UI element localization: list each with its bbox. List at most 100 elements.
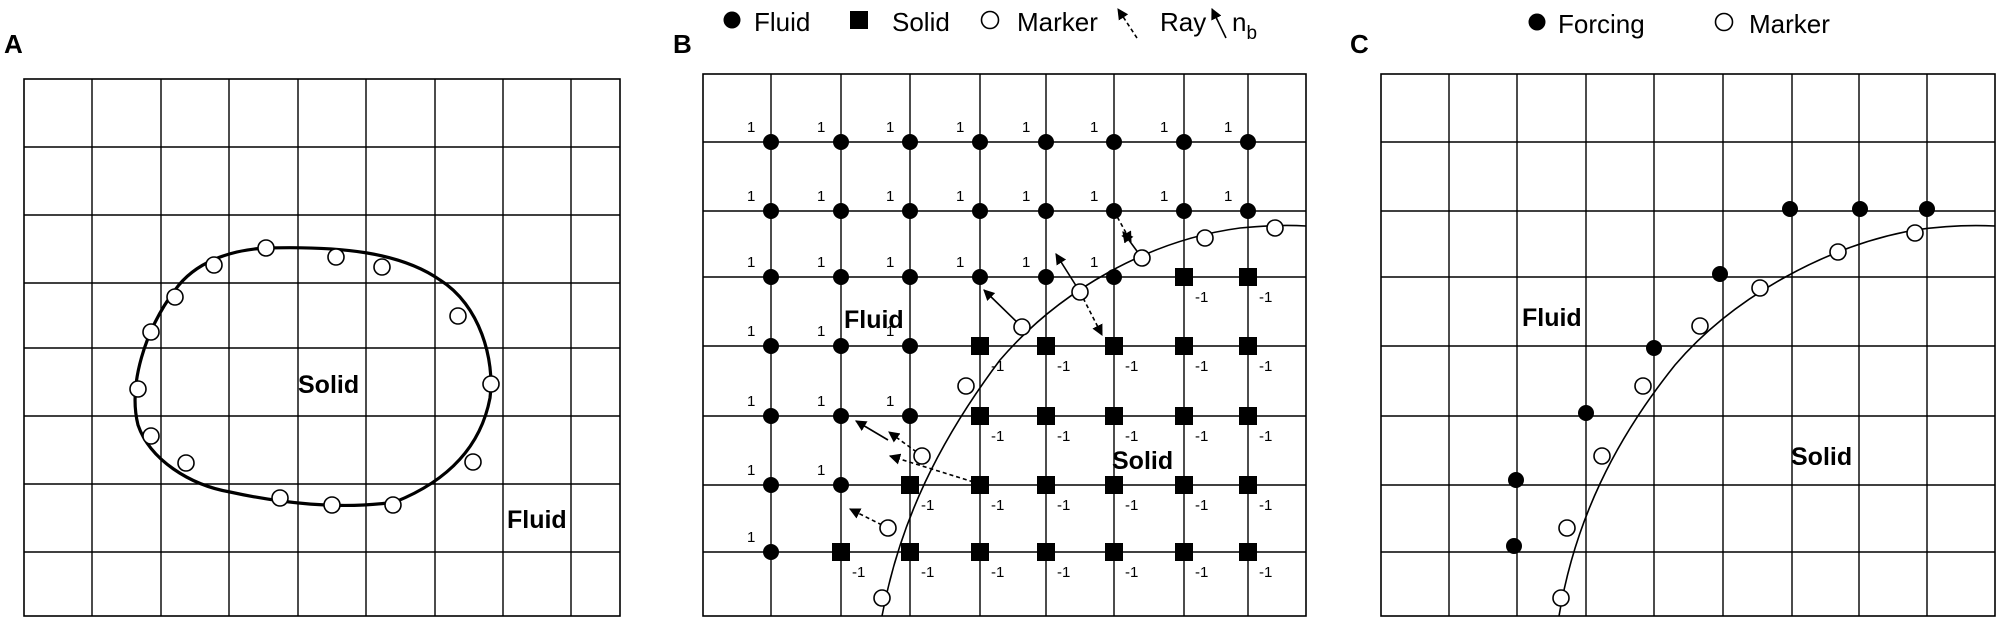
marker-point — [205, 256, 223, 274]
fluid-flag-value: 1 — [956, 119, 964, 136]
fluid-point — [902, 203, 918, 219]
fluid-flag-value: 1 — [886, 393, 894, 410]
marker-point — [1071, 283, 1089, 301]
solid-point — [1037, 543, 1055, 561]
solid-flag-value: -1 — [852, 564, 865, 581]
fluid-point — [1038, 134, 1054, 150]
fluid-flag-value: 1 — [817, 462, 825, 479]
fluid-flag-value: 1 — [1224, 119, 1232, 136]
legend-normal-label: nb — [1232, 7, 1257, 44]
fluid-flag-value: 1 — [956, 188, 964, 205]
forcing-point — [1712, 266, 1728, 282]
solid-flag-value: -1 — [1195, 497, 1208, 514]
fluid-flag-value: 1 — [1160, 188, 1168, 205]
solid-flag-value: -1 — [991, 428, 1004, 445]
solid-point — [832, 543, 850, 561]
panel-a-solid-label: Solid — [298, 371, 359, 399]
marker-point — [1558, 519, 1576, 537]
solid-flag-value: -1 — [1259, 497, 1272, 514]
panel-c-immersed-boundary — [1558, 224, 1996, 617]
solid-flag-value: -1 — [1057, 497, 1070, 514]
solid-flag-value: -1 — [991, 564, 1004, 581]
solid-point — [901, 476, 919, 494]
solid-flag-value: -1 — [1259, 358, 1272, 375]
fluid-flag-value: 1 — [817, 254, 825, 271]
panel-b-fluid-label: Fluid — [844, 306, 904, 334]
solid-point — [971, 476, 989, 494]
marker-point — [1013, 318, 1031, 336]
panel-b-solid-label: Solid — [1112, 447, 1173, 475]
solid-flag-value: -1 — [1195, 289, 1208, 306]
legend-forcing-label: Forcing — [1558, 9, 1645, 39]
fluid-flag-value: 1 — [1160, 119, 1168, 136]
marker-point — [449, 307, 467, 325]
fluid-flag-value: 1 — [747, 393, 755, 410]
legend-solid-label: Solid — [892, 7, 950, 37]
marker-point — [464, 453, 482, 471]
fluid-flag-value: 1 — [1022, 119, 1030, 136]
solid-point — [971, 337, 989, 355]
fluid-point — [1106, 269, 1122, 285]
panel-a-grid — [24, 79, 620, 616]
marker-point — [482, 375, 500, 393]
fluid-point — [1106, 134, 1122, 150]
marker-point — [166, 288, 184, 306]
marker-point — [1906, 224, 1924, 242]
fluid-point — [1240, 134, 1256, 150]
fluid-point — [763, 203, 779, 219]
panel-b-immersed-boundary — [881, 224, 1307, 617]
fluid-point — [1038, 269, 1054, 285]
marker-point — [1133, 249, 1151, 267]
legend-solid-icon — [850, 11, 868, 29]
legend-marker-c-icon — [1714, 12, 1734, 32]
solid-flag-value: -1 — [921, 564, 934, 581]
panel-a-markers — [129, 239, 500, 514]
fluid-flag-value: 1 — [886, 323, 894, 340]
marker-point — [323, 496, 341, 514]
marker-point — [271, 489, 289, 507]
legend-ray-label: Ray — [1160, 7, 1206, 37]
fluid-flag-value: 1 — [886, 188, 894, 205]
fluid-point — [763, 477, 779, 493]
marker-point — [1552, 589, 1570, 607]
fluid-flag-value: 1 — [1090, 119, 1098, 136]
solid-point — [1175, 407, 1193, 425]
solid-point — [971, 543, 989, 561]
fluid-point — [763, 408, 779, 424]
panel-b-grid-points — [763, 134, 1257, 561]
forcing-point — [1919, 201, 1935, 217]
legend-fluid-icon — [723, 11, 741, 29]
fluid-point — [972, 203, 988, 219]
fluid-point — [763, 544, 779, 560]
solid-point — [1239, 476, 1257, 494]
solid-point — [1239, 337, 1257, 355]
panel-a-letter: A — [4, 29, 23, 59]
legend-forcing-icon — [1528, 13, 1546, 31]
solid-flag-value: -1 — [991, 497, 1004, 514]
panel-c-letter: C — [1350, 29, 1369, 59]
legend-marker-c-label: Marker — [1749, 9, 1830, 39]
fluid-point — [763, 134, 779, 150]
panel-b-grid — [703, 74, 1306, 616]
solid-flag-value: -1 — [1125, 428, 1138, 445]
panel-c-forcing-points — [1506, 201, 1935, 554]
fluid-point — [972, 269, 988, 285]
normal-arrow — [983, 289, 1023, 328]
fluid-flag-value: 1 — [1090, 188, 1098, 205]
solid-point — [1037, 337, 1055, 355]
fluid-point — [763, 269, 779, 285]
panel-a: A Solid Fluid — [4, 29, 621, 617]
marker-point — [142, 323, 160, 341]
solid-flag-value: -1 — [921, 497, 934, 514]
fluid-point — [1176, 203, 1192, 219]
solid-flag-value: -1 — [1057, 564, 1070, 581]
marker-point — [913, 447, 931, 465]
solid-point — [1175, 268, 1193, 286]
solid-point — [1105, 337, 1123, 355]
fluid-point — [833, 134, 849, 150]
panel-b-letter: B — [673, 29, 692, 59]
panel-b-markers — [873, 219, 1284, 607]
solid-point — [1105, 407, 1123, 425]
